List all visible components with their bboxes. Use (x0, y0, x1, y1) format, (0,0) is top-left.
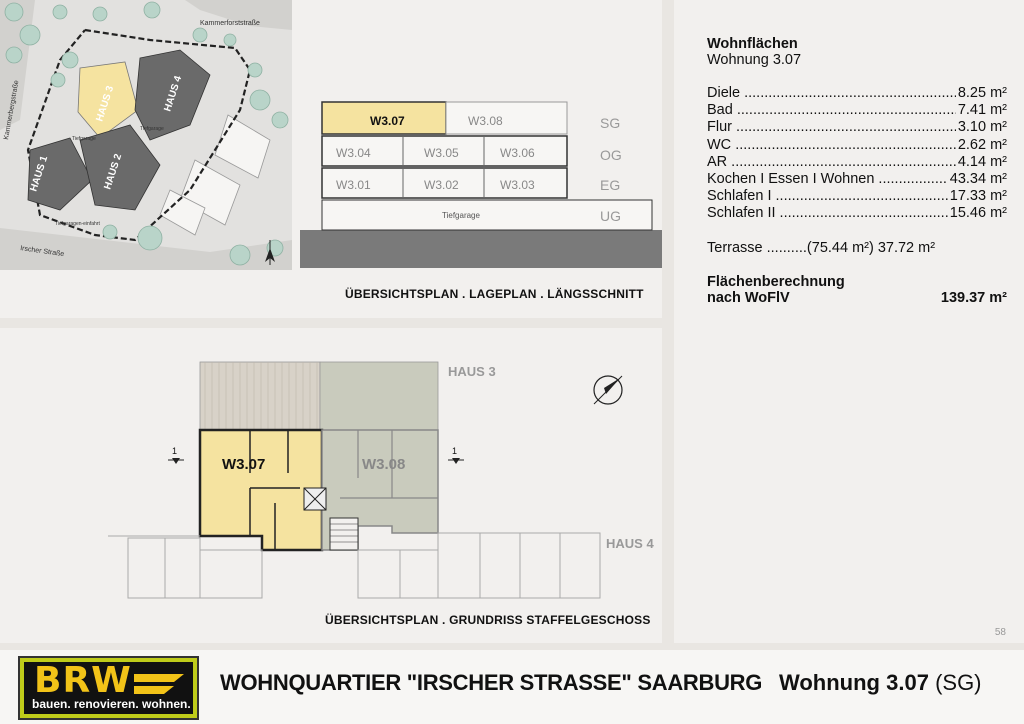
level-label: EG (600, 177, 620, 193)
floor-plan: W3.07 W3.08 HAUS 3 HAUS 4 1 1 (108, 361, 654, 599)
room-label: Kochen I Essen I Wohnen (707, 171, 948, 188)
page-number: 58 (994, 627, 1006, 638)
brw-logo: BRW bauen. renovieren. wohnen. (18, 656, 199, 720)
section-marker-label: 1 (452, 446, 457, 456)
floorplan-panel: W3.07 W3.08 HAUS 3 HAUS 4 1 1 ÜBERSICHTS… (0, 328, 662, 643)
total-label-2: nach WoFlV (707, 289, 790, 306)
room-row: Bad7.41 m² (707, 102, 1007, 119)
section-unit: W3.06 (500, 146, 535, 160)
footer: BRW bauen. renovieren. wohnen. WOHNQUART… (0, 650, 1024, 724)
logo-word: BRW (34, 660, 132, 701)
overview-panel: Kammerforststraße Kammerbergstraße Irsch… (0, 0, 662, 318)
total-label: Flächenberechnung (707, 273, 845, 290)
logo-tagline: bauen. renovieren. wohnen. (32, 697, 191, 711)
section-marker-icon: 1 (448, 446, 464, 464)
house-3-label: HAUS 3 (448, 364, 496, 379)
room-area: 15.46 m² (949, 205, 1007, 222)
logo-swoosh-icon (134, 674, 184, 694)
project-title: WOHNQUARTIER "IRSCHER STRASSE" SAARBURG (220, 670, 763, 695)
plan-unit-w308: W3.08 (362, 456, 405, 473)
areas-subtitle: Wohnung 3.07 (707, 52, 802, 68)
section-unit: W3.08 (468, 114, 503, 128)
room-area: 7.41 m² (957, 102, 1007, 119)
level-label: UG (600, 208, 621, 224)
room-area: 3.10 m² (957, 119, 1007, 136)
room-label: Schlafen I (707, 188, 948, 205)
level-label: SG (600, 115, 620, 131)
room-row: AR4.14 m² (707, 154, 1007, 171)
map-note: Tiefgarage (140, 126, 164, 132)
section-unit: W3.07 (370, 114, 405, 128)
room-area: 2.62 m² (957, 136, 1007, 153)
room-label: AR (707, 154, 956, 171)
area-list: Wohnflächen Wohnung 3.07 Diele8.25 m² Ba… (707, 36, 1007, 306)
terrace-label: Terrasse .......... (707, 239, 807, 256)
terrace-area: (75.44 m²) 37.72 m² (806, 239, 936, 256)
area-summary-panel: Wohnflächen Wohnung 3.07 Diele8.25 m² Ba… (674, 0, 1024, 643)
room-row: Kochen I Essen I Wohnen43.34 m² (707, 171, 1007, 188)
room-row: WC2.62 m² (707, 137, 1007, 154)
top-caption: ÜBERSICHTSPLAN . LAGEPLAN . LÄNGSSCHNITT (345, 287, 644, 301)
room-label: Schlafen II (707, 205, 948, 222)
unit-title: Wohnung 3.07 (SG) (779, 670, 982, 696)
room-row: Diele8.25 m² (707, 85, 1007, 102)
site-plan: Kammerforststraße Kammerbergstraße Irsch… (0, 0, 292, 270)
map-note: Tiefgarage (72, 136, 96, 142)
room-area: 4.14 m² (957, 153, 1007, 170)
room-row: Schlafen I17.33 m² (707, 188, 1007, 205)
section-unit: W3.03 (500, 178, 535, 192)
level-label: OG (600, 147, 622, 163)
garage-label: Tiefgarage (442, 211, 481, 220)
section-unit: W3.01 (336, 178, 371, 192)
section-marker-icon: 1 (168, 446, 184, 464)
unit-title-bold: Wohnung 3.07 (779, 670, 929, 695)
section-unit: W3.04 (336, 146, 371, 160)
room-area: 43.34 m² (949, 171, 1007, 188)
longitudinal-section: W3.07 W3.08 W3.04 W3.05 W3.06 W3.01 W3.0… (300, 101, 662, 268)
bottom-caption: ÜBERSICHTSPLAN . GRUNDRISS STAFFELGESCHO… (325, 613, 651, 627)
north-arrow-icon (265, 240, 275, 265)
house-4-label: HAUS 4 (606, 536, 654, 551)
room-area: 17.33 m² (949, 188, 1007, 205)
areas-title: Wohnflächen (707, 36, 798, 52)
terrace-row: Terrasse ..........(75.44 m²) 37.72 m² (707, 240, 1007, 256)
room-label: Bad (707, 102, 956, 119)
room-area: 8.25 m² (957, 85, 1007, 101)
unit-level: (SG) (935, 670, 982, 695)
plan-unit-w307: W3.07 (222, 456, 265, 473)
map-note: Tiefgaragen-einfahrt (55, 221, 100, 227)
room-label: Diele (707, 85, 956, 102)
section-unit: W3.05 (424, 146, 459, 160)
compass-icon (593, 375, 623, 405)
room-label: WC (707, 137, 956, 154)
street-label: Kammerforststraße (200, 20, 260, 27)
total-area: 139.37 m² (940, 289, 1007, 306)
section-unit: W3.02 (424, 178, 459, 192)
room-row: Schlafen II15.46 m² (707, 205, 1007, 222)
room-row: Flur3.10 m² (707, 119, 1007, 136)
room-label: Flur (707, 119, 956, 136)
section-marker-label: 1 (172, 446, 177, 456)
